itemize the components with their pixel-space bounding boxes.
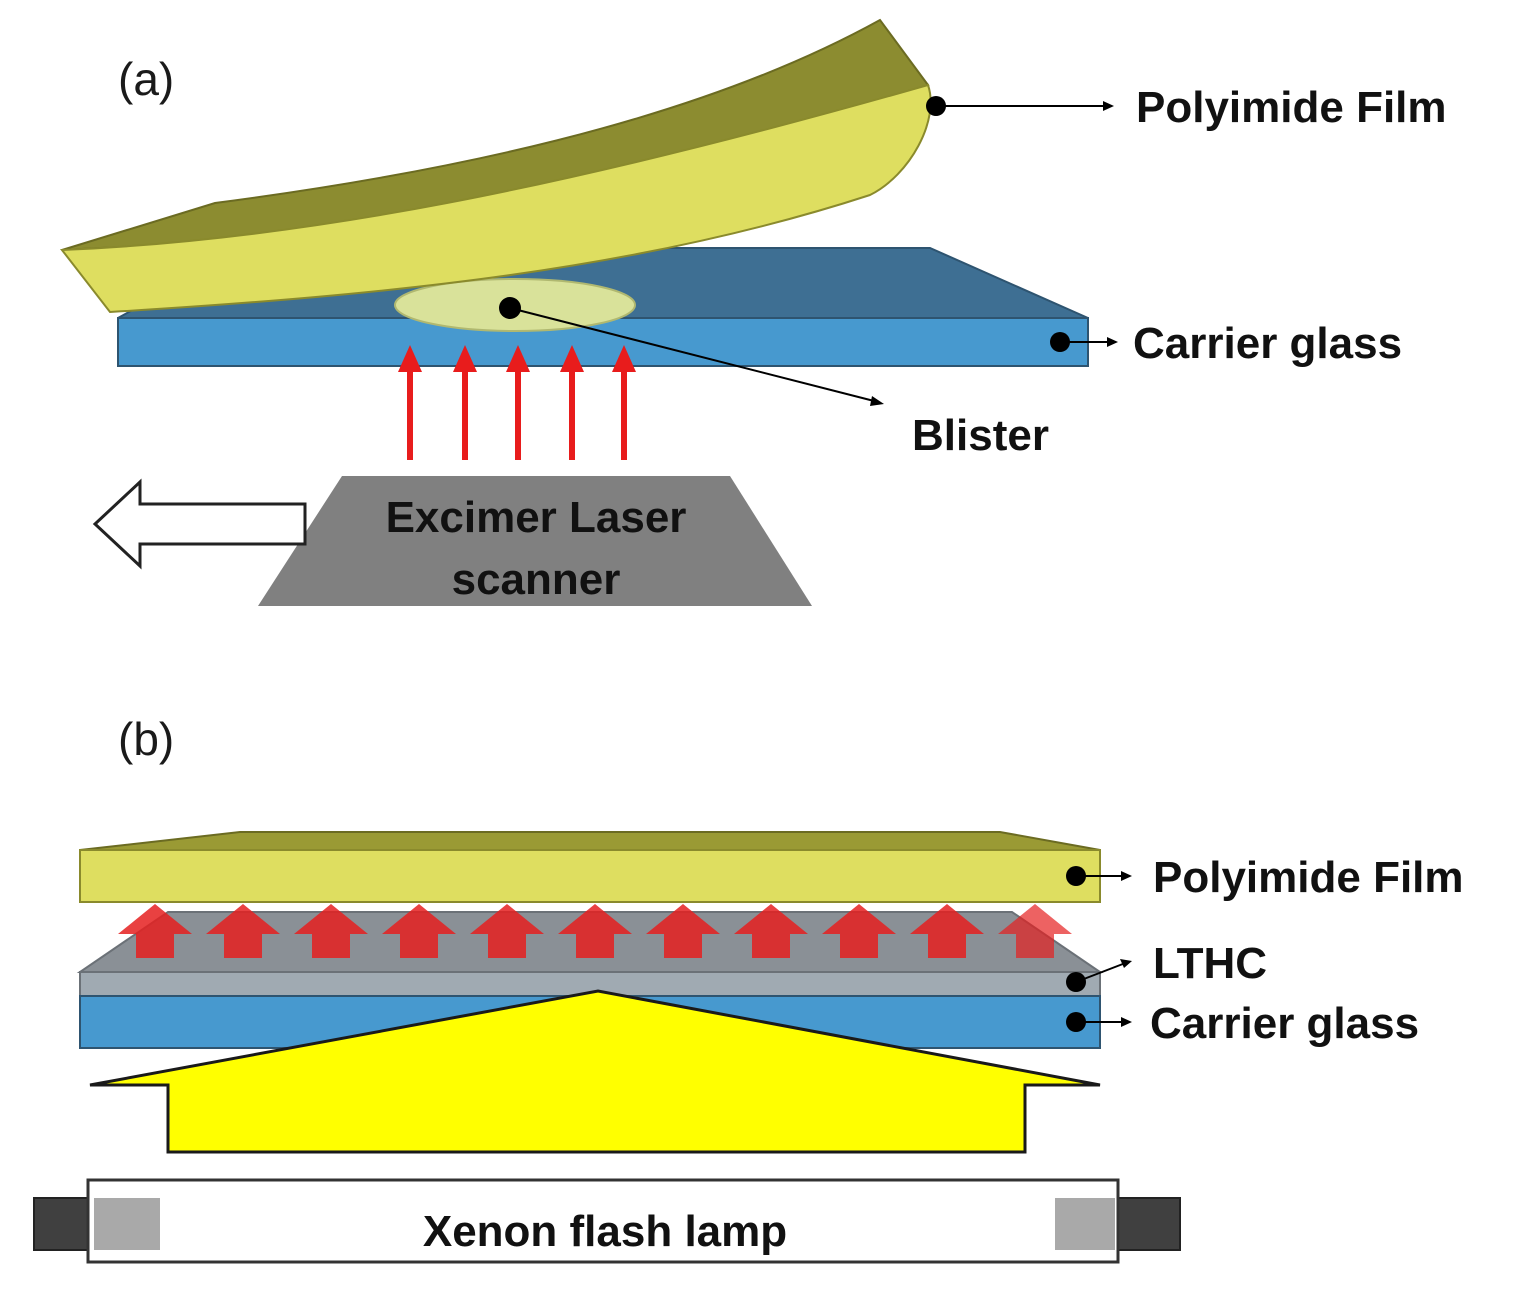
laser-beam-arrow <box>506 345 530 460</box>
carrier-label-a: Carrier glass <box>1133 319 1402 368</box>
panel-a: (a) <box>60 18 1447 606</box>
heat-arrow <box>470 904 544 958</box>
heat-arrow <box>206 904 280 958</box>
panel-b-tag: (b) <box>118 713 174 765</box>
polyimide-callout-b: Polyimide Film <box>1066 853 1464 902</box>
heat-arrow <box>118 904 192 958</box>
polyimide-label-b: Polyimide Film <box>1153 853 1464 902</box>
xenon-flash-lamp: Xenon flash lamp <box>33 1178 1181 1264</box>
flash-light-arrow <box>89 989 1101 1154</box>
polyimide-film-b <box>79 831 1101 903</box>
panel-b: (b) <box>33 713 1464 1264</box>
heat-arrow <box>558 904 632 958</box>
heat-arrow <box>910 904 984 958</box>
scanner-label-line1: Excimer Laser <box>386 493 687 542</box>
laser-beam-arrow <box>453 345 477 460</box>
carrier-callout-a: Carrier glass <box>1050 319 1402 368</box>
laser-beam-arrow <box>612 345 636 460</box>
scan-direction-arrow <box>92 478 307 570</box>
carrier-label-b: Carrier glass <box>1150 999 1419 1048</box>
polyimide-film-b-face <box>79 849 1101 903</box>
lamp-label: Xenon flash lamp <box>423 1207 787 1256</box>
polyimide-film-a-face <box>60 83 932 314</box>
lamp-cap-left <box>33 1197 93 1251</box>
heat-arrow <box>822 904 896 958</box>
laser-beams <box>398 345 636 460</box>
lamp-tube <box>86 1178 1120 1264</box>
polyimide-film-b-top <box>79 831 1101 851</box>
laser-beam-arrow <box>398 345 422 460</box>
lamp-cap-right <box>1113 1197 1181 1251</box>
carrier-glass-a-face <box>117 317 1089 367</box>
excimer-laser-scanner <box>258 476 812 606</box>
polyimide-callout-a: Polyimide Film <box>926 83 1447 132</box>
heat-arrow <box>294 904 368 958</box>
lthc-label: LTHC <box>1153 939 1267 988</box>
heat-arrow <box>382 904 456 958</box>
blister-callout: Blister <box>499 297 1049 460</box>
heat-arrows <box>118 904 1072 958</box>
heat-arrow <box>734 904 808 958</box>
lthc-callout: LTHC <box>1066 939 1267 992</box>
laser-beam-arrow <box>560 345 584 460</box>
scanner-label-line2: scanner <box>452 555 621 604</box>
blister-label: Blister <box>912 411 1049 460</box>
heat-arrow <box>646 904 720 958</box>
heat-arrow <box>998 904 1072 958</box>
polyimide-film-a <box>60 18 932 314</box>
lamp-electrode-left <box>94 1198 160 1250</box>
lamp-electrode-right <box>1055 1198 1115 1250</box>
polyimide-label-a: Polyimide Film <box>1136 83 1447 132</box>
panel-a-tag: (a) <box>118 53 174 105</box>
carrier-callout-b: Carrier glass <box>1066 999 1419 1048</box>
